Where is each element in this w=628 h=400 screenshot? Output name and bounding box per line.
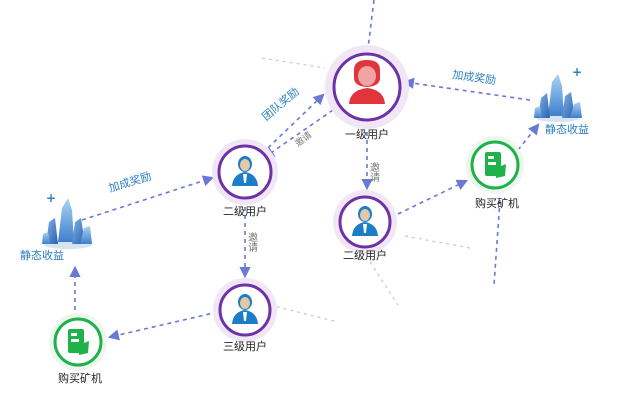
- level3-label: 三级用户: [223, 339, 267, 353]
- miner-right-label: 购买矿机: [475, 196, 519, 210]
- faint-line-bottom-mid: [269, 304, 339, 323]
- level2-right-label: 二级用户: [343, 248, 387, 262]
- arrow-below-miner-right: [493, 199, 501, 286]
- arrow-level1-to-level2-left: [263, 109, 334, 159]
- faint-line-bottom-right: [369, 261, 399, 306]
- arrow-miner-to-static-right: [517, 123, 540, 151]
- level2-left-label: 二级用户: [223, 204, 267, 218]
- crystal-icon: [42, 198, 92, 249]
- buy-miner-right-node: 购买矿机: [466, 136, 524, 210]
- level2-left-user-node: 二级用户: [212, 139, 278, 218]
- sparkle-plus-icon: +: [46, 191, 56, 205]
- faint-connectors: [261, 57, 471, 323]
- arrow-level3-to-miner: [107, 311, 219, 341]
- arrow-top-into-level1: [367, 0, 375, 49]
- faint-line-top-left: [261, 57, 326, 69]
- static-income-right-node: + 静态收益: [534, 65, 589, 136]
- arrow-static-to-level2: [81, 175, 215, 221]
- edge-label-bonus-right: 加成奖励: [452, 67, 498, 87]
- faint-line-right-mid: [404, 235, 471, 249]
- edge-label-bonus-left: 加成奖励: [107, 169, 153, 195]
- level1-label: 一级用户: [345, 127, 389, 141]
- user-avatar-icon: [232, 156, 258, 186]
- crystal-icon: [534, 74, 582, 122]
- edge-label-team-reward: 团队奖励: [259, 84, 302, 123]
- buy-miner-left-node: 购买矿机: [49, 313, 107, 385]
- miner-left-label: 购买矿机: [58, 371, 102, 385]
- level3-user-node: 三级用户: [213, 278, 277, 353]
- level1-user-node: 一级用户: [325, 45, 409, 141]
- arrow-level2-to-miner: [397, 179, 469, 215]
- user-avatar-icon: [352, 206, 378, 236]
- user-avatar-icon: [349, 60, 385, 104]
- edge-label-invite-mid: 邀请: [368, 161, 380, 183]
- edge-label-invite-left: 邀请: [246, 231, 258, 253]
- sparkle-plus-icon: +: [572, 65, 582, 79]
- mining-machine-icon: [68, 329, 89, 355]
- user-avatar-icon: [232, 294, 258, 324]
- edge-label-invite-diag: 邀请: [292, 129, 314, 150]
- mining-machine-icon: [485, 152, 506, 178]
- arrow-static-to-level1: [402, 77, 531, 101]
- static-income-left-label: 静态收益: [20, 248, 64, 262]
- level2-right-user-node: 二级用户: [333, 190, 397, 262]
- static-income-left-node: + 静态收益: [20, 191, 92, 262]
- static-income-right-label: 静态收益: [545, 122, 589, 136]
